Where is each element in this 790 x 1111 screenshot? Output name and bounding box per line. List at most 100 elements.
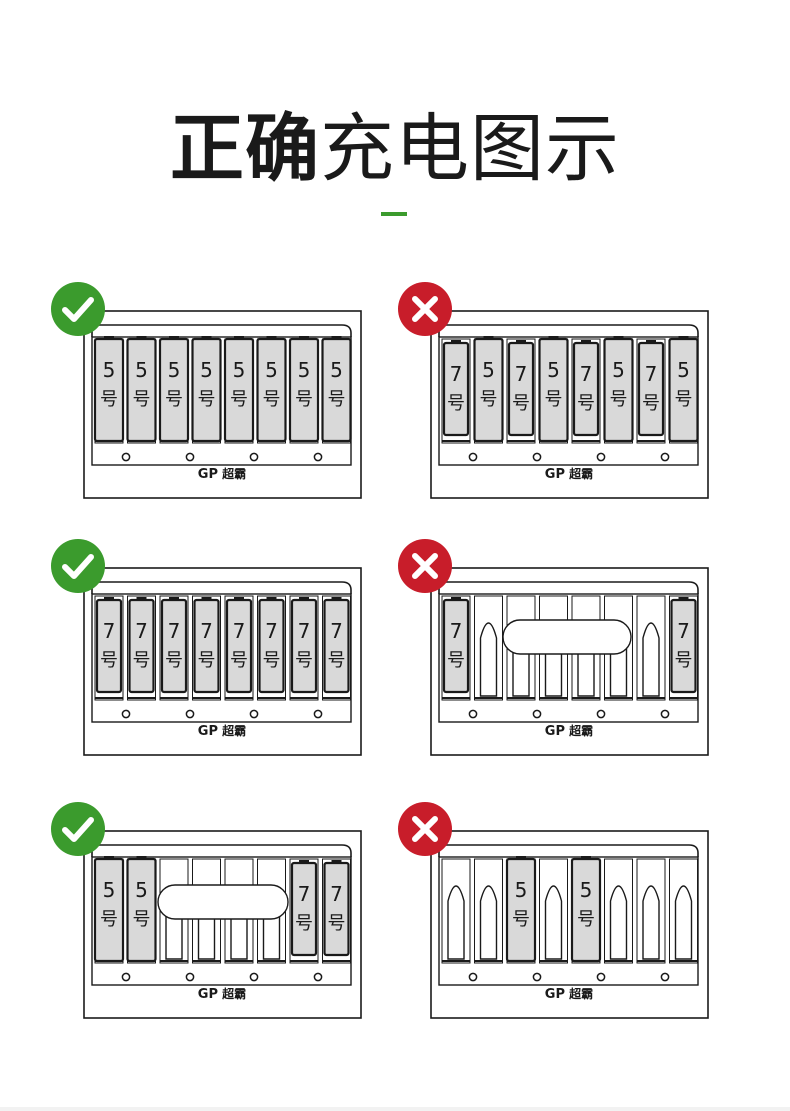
battery-terminal — [136, 597, 147, 600]
battery-terminal — [548, 336, 559, 339]
battery-size-unit: 号 — [447, 650, 465, 671]
title-accent-bar — [381, 212, 407, 216]
battery-terminal — [646, 340, 656, 343]
brand-logo: GP 超霸 — [545, 466, 593, 482]
bad-badge — [398, 539, 452, 593]
battery-terminal — [483, 336, 494, 339]
battery-size-unit: 号 — [295, 913, 313, 934]
x-icon — [412, 816, 438, 842]
led-indicator — [660, 709, 670, 719]
battery-size-unit: 号 — [328, 913, 346, 934]
battery — [225, 598, 253, 694]
brand-logo-gp: GP — [545, 987, 565, 1002]
led-indicator — [468, 972, 478, 982]
battery-terminal — [331, 860, 342, 863]
battery-size-number: 7 — [330, 619, 343, 643]
battery-size-number: 7 — [103, 619, 116, 643]
battery-size-unit: 号 — [577, 909, 595, 930]
led-indicator — [313, 709, 323, 719]
battery-terminal — [169, 336, 179, 339]
led-indicator — [532, 452, 542, 462]
battery-terminal — [451, 340, 461, 343]
check-icon — [62, 297, 94, 322]
battery — [572, 341, 600, 437]
battery-size-unit: 号 — [100, 909, 118, 930]
ok-badge — [51, 282, 105, 336]
bad-badge — [398, 282, 452, 336]
battery-terminal — [299, 860, 309, 863]
led-indicator — [596, 972, 606, 982]
empty-slot-contact — [609, 885, 628, 960]
brand-name: 超霸 — [218, 986, 246, 1001]
battery-terminal — [299, 597, 309, 600]
brand-logo: GP 超霸 — [545, 986, 593, 1002]
battery — [507, 341, 535, 437]
battery-size-unit: 号 — [165, 650, 183, 671]
battery-size-unit: 号 — [610, 389, 628, 410]
battery-terminal — [201, 597, 212, 600]
page-title: 正确充电图示 — [0, 112, 790, 186]
battery-size-number: 7 — [298, 882, 311, 906]
battery-size-unit: 号 — [165, 389, 183, 410]
battery-terminal — [234, 597, 244, 600]
battery-size-number: 5 — [482, 358, 495, 382]
check-icon — [62, 554, 94, 579]
battery-size-number: 7 — [677, 619, 690, 643]
battery — [637, 341, 665, 437]
brand-logo: GP 超霸 — [198, 986, 246, 1002]
battery — [442, 598, 470, 694]
battery-size-unit: 号 — [133, 909, 151, 930]
brand-logo-gp: GP — [545, 724, 565, 739]
battery-terminal — [234, 336, 244, 339]
battery-size-number: 7 — [298, 619, 311, 643]
battery-size-number: 5 — [103, 358, 116, 382]
battery-terminal — [104, 597, 114, 600]
led-indicator — [185, 972, 195, 982]
battery-size-number: 5 — [135, 878, 148, 902]
battery-terminal — [331, 336, 342, 339]
battery-size-number: 5 — [547, 358, 560, 382]
led-indicator — [121, 709, 131, 719]
battery — [95, 598, 123, 694]
battery-size-unit: 号 — [675, 650, 693, 671]
battery-size-number: 5 — [580, 878, 593, 902]
battery-size-number: 5 — [200, 358, 213, 382]
battery-size-number: 7 — [645, 362, 658, 386]
empty-slot-contact — [544, 885, 563, 960]
brand-logo: GP 超霸 — [198, 723, 246, 739]
battery-size-unit: 号 — [328, 389, 346, 410]
battery-terminal — [331, 597, 342, 600]
brand-name: 超霸 — [218, 723, 246, 738]
x-icon — [412, 553, 438, 579]
led-indicator — [313, 452, 323, 462]
empty-slot-contact — [642, 885, 660, 960]
battery-size-unit: 号 — [133, 389, 151, 410]
battery-size-number: 5 — [265, 358, 278, 382]
battery-size-unit: 号 — [133, 650, 151, 671]
led-indicator — [532, 709, 542, 719]
battery-terminal — [201, 336, 212, 339]
led-indicator — [660, 972, 670, 982]
battery-size-number: 7 — [233, 619, 246, 643]
empty-slot-contact — [674, 885, 693, 960]
battery — [258, 598, 285, 694]
led-indicator — [185, 709, 195, 719]
battery-terminal — [266, 597, 277, 600]
battery-size-unit: 号 — [480, 389, 498, 410]
battery-terminal — [169, 597, 179, 600]
battery-size-unit: 号 — [100, 389, 118, 410]
battery-size-unit: 号 — [295, 650, 313, 671]
page-title-normal: 充电图示 — [320, 106, 620, 192]
battery-size-number: 5 — [330, 358, 343, 382]
battery-size-number: 5 — [135, 358, 148, 382]
battery — [193, 598, 220, 694]
brand-name: 超霸 — [565, 723, 593, 738]
battery-terminal — [451, 597, 461, 600]
led-indicator — [249, 709, 259, 719]
battery-size-number: 5 — [515, 878, 528, 902]
